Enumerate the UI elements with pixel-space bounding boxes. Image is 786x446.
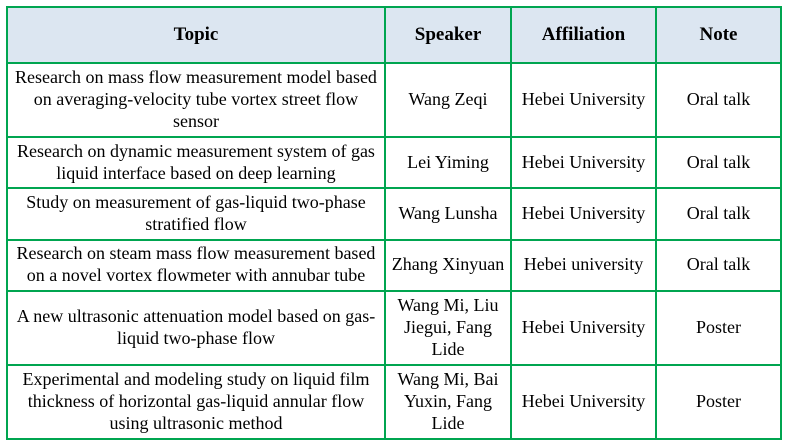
table-row: Experimental and modeling study on liqui…: [6, 363, 782, 441]
cell-note: Oral talk: [655, 62, 782, 138]
cell-speaker: Wang Mi, Bai Yuxin, Fang Lide: [384, 363, 512, 441]
cell-affiliation: Hebei University: [510, 290, 657, 366]
cell-topic: Research on dynamic measurement system o…: [6, 135, 386, 190]
cell-speaker: Lei Yiming: [384, 135, 512, 190]
table-row: A new ultrasonic attenuation model based…: [6, 290, 782, 366]
cell-affiliation: Hebei University: [510, 62, 657, 138]
table-header-row: Topic Speaker Affiliation Note: [6, 6, 782, 64]
cell-note: Oral talk: [655, 238, 782, 293]
column-header-note: Note: [655, 6, 782, 64]
table-header: Topic Speaker Affiliation Note: [6, 6, 782, 64]
cell-note: Poster: [655, 290, 782, 366]
table-row: Study on measurement of gas-liquid two-p…: [6, 187, 782, 241]
table-row: Research on dynamic measurement system o…: [6, 135, 782, 190]
column-header-topic: Topic: [6, 6, 386, 64]
cell-speaker: Zhang Xinyuan: [384, 238, 512, 293]
cell-topic: Research on steam mass flow measurement …: [6, 238, 386, 293]
cell-note: Oral talk: [655, 187, 782, 241]
cell-topic: Study on measurement of gas-liquid two-p…: [6, 187, 386, 241]
cell-topic: Experimental and modeling study on liqui…: [6, 363, 386, 441]
cell-affiliation: Hebei University: [510, 363, 657, 441]
column-header-affiliation: Affiliation: [510, 6, 657, 64]
cell-speaker: Wang Lunsha: [384, 187, 512, 241]
table-row: Research on steam mass flow measurement …: [6, 238, 782, 293]
cell-topic: Research on mass flow measurement model …: [6, 62, 386, 138]
cell-speaker: Wang Zeqi: [384, 62, 512, 138]
cell-affiliation: Hebei University: [510, 187, 657, 241]
cell-speaker: Wang Mi, Liu Jiegui, Fang Lide: [384, 290, 512, 366]
cell-topic: A new ultrasonic attenuation model based…: [6, 290, 386, 366]
cell-affiliation: Hebei University: [510, 135, 657, 190]
cell-affiliation: Hebei university: [510, 238, 657, 293]
table-row: Research on mass flow measurement model …: [6, 62, 782, 138]
table-body: Research on mass flow measurement model …: [6, 62, 782, 441]
cell-note: Poster: [655, 363, 782, 441]
cell-note: Oral talk: [655, 135, 782, 190]
column-header-speaker: Speaker: [384, 6, 512, 64]
conference-schedule-table: Topic Speaker Affiliation Note Research …: [6, 6, 782, 441]
